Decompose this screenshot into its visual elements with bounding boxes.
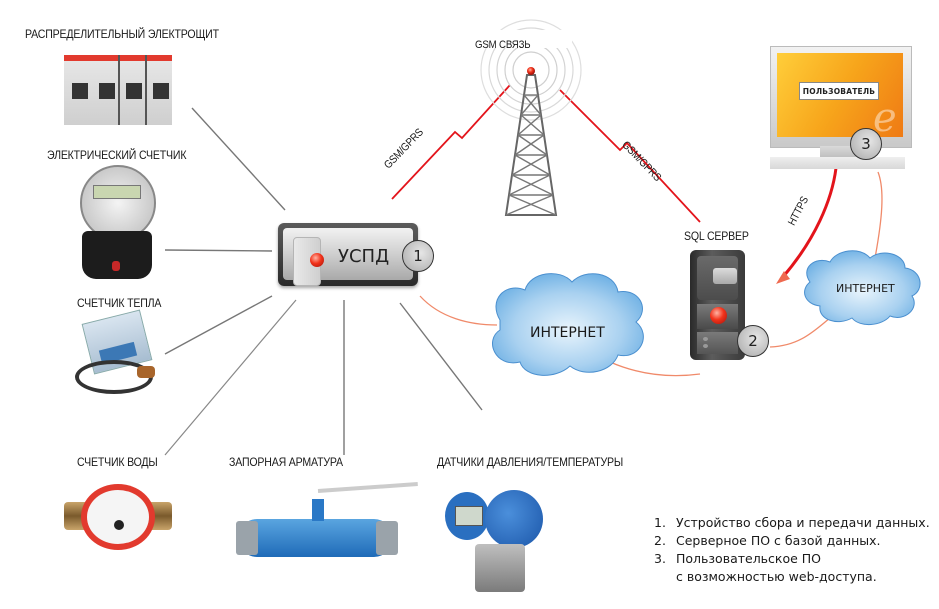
link-server-internet-right xyxy=(769,317,831,348)
internet-label-left: ИНТЕРНЕТ xyxy=(530,325,605,341)
badge-1: 1 xyxy=(402,240,434,272)
monitor-base xyxy=(770,157,905,169)
legend-item: 2.Серверное ПО с базой данных. xyxy=(654,533,881,548)
user-screen-label: ПОЛЬЗОВАТЕЛЬ xyxy=(799,82,879,100)
uspd-label: УСПД xyxy=(338,246,390,267)
legend: 1.Устройство сбора и передачи данных. 2.… xyxy=(654,514,930,586)
water-meter-image xyxy=(64,482,172,552)
gsm-link-right xyxy=(559,89,701,223)
legend-item: 1.Устройство сбора и передачи данных. xyxy=(654,515,930,530)
sensors-image xyxy=(445,480,545,600)
sql-server-icon xyxy=(690,250,745,360)
legend-item: 3.Пользовательское ПО xyxy=(654,551,822,566)
link-uspd-internet xyxy=(419,295,498,326)
link-heat-meter xyxy=(164,295,273,355)
label-water-meter: СЧЕТЧИК ВОДЫ xyxy=(77,455,158,469)
uspd-device: УСПД xyxy=(278,223,418,286)
link-sensors xyxy=(399,302,483,411)
label-valve: ЗАПОРНАЯ АРМАТУРА xyxy=(229,455,343,469)
label-sql-server: SQL СЕРВЕР xyxy=(684,229,749,243)
link-panel xyxy=(191,107,286,211)
panel-image xyxy=(64,55,172,125)
https-arrowhead xyxy=(776,271,790,284)
badge-2: 2 xyxy=(737,325,769,357)
gsm-link-left xyxy=(391,84,511,200)
label-heat-meter: СЧЕТЧИК ТЕПЛА xyxy=(77,296,162,310)
internet-label-right: ИНТЕРНЕТ xyxy=(836,282,895,295)
https-arrow xyxy=(780,167,838,279)
label-panel: РАСПРЕДЕЛИТЕЛЬНЫЙ ЭЛЕКТРОЩИТ xyxy=(25,27,219,41)
user-computer-icon: ПОЛЬЗОВАТЕЛЬ e xyxy=(770,46,912,148)
legend-item: с возможностью web-доступа. xyxy=(676,569,877,584)
uspd-led-indicator xyxy=(310,253,324,267)
link-water-meter xyxy=(164,299,297,456)
heat-meter-image xyxy=(75,309,165,394)
label-gsm-tower: GSM СВЯЗЬ xyxy=(475,39,531,51)
internet-cloud-left xyxy=(492,273,644,376)
gsm-tower xyxy=(480,19,582,216)
browser-logo-icon: e xyxy=(873,95,897,141)
link-internet-server xyxy=(609,361,701,377)
badge-3: 3 xyxy=(850,128,882,160)
internet-cloud-right xyxy=(804,250,921,325)
electric-meter-image xyxy=(78,165,168,285)
valve-image xyxy=(230,475,420,565)
link-electric-meter xyxy=(164,249,273,252)
label-electric-meter: ЭЛЕКТРИЧЕСКИЙ СЧЕТЧИК xyxy=(47,148,187,162)
link-internet-user xyxy=(874,171,883,259)
label-sensors: ДАТЧИКИ ДАВЛЕНИЯ/ТЕМПЕРАТУРЫ xyxy=(437,455,624,469)
server-led-indicator xyxy=(710,307,727,324)
